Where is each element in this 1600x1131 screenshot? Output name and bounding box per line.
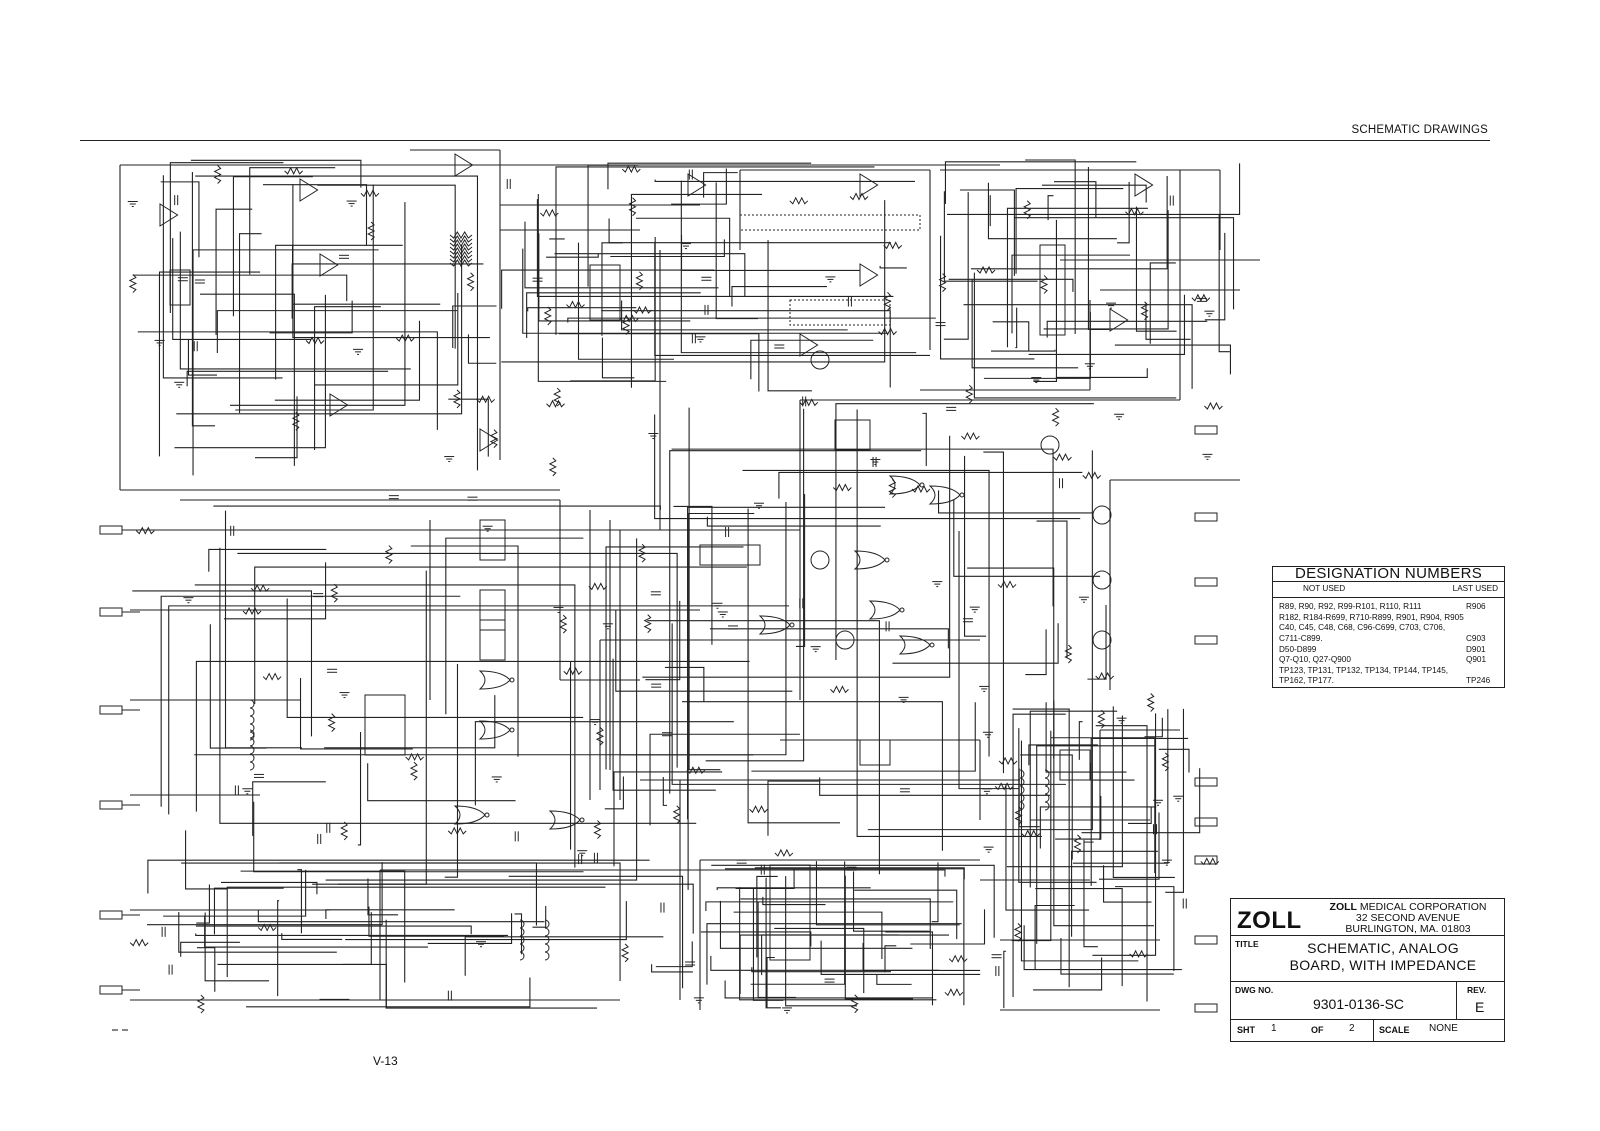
designation-table-title: DESIGNATION NUMBERS xyxy=(1273,566,1504,582)
divider xyxy=(1231,935,1504,936)
company-name-bold: ZOLL xyxy=(1329,901,1357,913)
table-row: TP123, TP131, TP132, TP134, TP144, TP145… xyxy=(1279,666,1500,677)
drawing-title: SCHEMATIC, ANALOG BOARD, WITH IMPEDANCE xyxy=(1267,940,1499,974)
dwg-label: DWG NO. xyxy=(1235,985,1274,995)
cell-not-used: D50-D899 xyxy=(1279,644,1317,654)
cell-last-used xyxy=(1466,613,1500,624)
section-title: SCHEMATIC DRAWINGS xyxy=(1351,124,1488,136)
table-row: TP162, TP177. TP246 xyxy=(1279,676,1500,687)
drawing-number: 9301-0136-SC xyxy=(1312,996,1405,1012)
cell-not-used: C40, C45, C48, C68, C96-C699, C703, C706… xyxy=(1279,623,1446,633)
cell-not-used: R89, R90, R92, R99-R101, R110, R111 xyxy=(1279,602,1422,612)
cell-not-used: C711-C899. xyxy=(1279,633,1323,643)
cell-not-used: R182, R184-R699, R710-R899, R901, R904, … xyxy=(1279,612,1464,622)
page-number: V-13 xyxy=(373,1054,398,1068)
designation-table-header: NOT USED LAST USED xyxy=(1273,582,1504,599)
table-row: C711-C899. C903 xyxy=(1279,634,1500,645)
company-address: ZOLL MEDICAL CORPORATION 32 SECOND AVENU… xyxy=(1313,902,1503,935)
cell-not-used: TP123, TP131, TP132, TP134, TP144, TP145… xyxy=(1279,665,1449,675)
divider xyxy=(1231,1019,1504,1020)
rev-label: REV. xyxy=(1467,985,1487,995)
drawing-title-line1: SCHEMATIC, ANALOG xyxy=(1307,940,1459,956)
scale-value: NONE xyxy=(1429,1023,1458,1034)
cell-not-used: TP162, TP177. xyxy=(1279,676,1334,686)
schematic-components xyxy=(99,153,1223,1014)
of-label: OF xyxy=(1311,1025,1324,1035)
scale-label: SCALE xyxy=(1379,1025,1410,1035)
title-block: ZOLL ZOLL MEDICAL CORPORATION 32 SECOND … xyxy=(1230,898,1505,1042)
cell-last-used xyxy=(1466,623,1500,634)
divider xyxy=(1373,1019,1374,1041)
cell-last-used xyxy=(1466,666,1500,677)
revision-value: E xyxy=(1475,999,1485,1015)
table-row: R182, R184-R699, R710-R899, R901, R904, … xyxy=(1279,613,1500,624)
cell-not-used: Q7-Q10, Q27-Q900 xyxy=(1279,655,1351,665)
header-rule xyxy=(80,140,1490,141)
col-last-used: LAST USED xyxy=(1452,583,1498,593)
company-name-rest: MEDICAL CORPORATION xyxy=(1356,901,1487,913)
cell-last-used: R906 xyxy=(1466,602,1486,612)
table-row: R89, R90, R92, R99-R101, R110, R111 R906 xyxy=(1279,602,1500,613)
cell-last-used: D901 xyxy=(1466,644,1486,654)
title-label: TITLE xyxy=(1235,939,1259,949)
company-city: BURLINGTON, MA. 01803 xyxy=(1345,923,1471,935)
table-row: C40, C45, C48, C68, C96-C699, C703, C706… xyxy=(1279,623,1500,634)
sheet-label: SHT xyxy=(1237,1025,1255,1035)
cell-last-used: C903 xyxy=(1466,633,1486,643)
divider xyxy=(1456,981,1457,1019)
table-row: D50-D899 D901 xyxy=(1279,645,1500,656)
schematic-wires xyxy=(112,149,1260,1031)
company-street: 32 SECOND AVENUE xyxy=(1355,912,1461,924)
cell-last-used: Q901 xyxy=(1466,655,1487,665)
table-row: Q7-Q10, Q27-Q900 Q901 xyxy=(1279,655,1500,666)
sheet-value: 1 xyxy=(1271,1023,1277,1034)
designation-numbers-table: DESIGNATION NUMBERS NOT USED LAST USED R… xyxy=(1272,566,1505,688)
drawing-title-line2: BOARD, WITH IMPEDANCE xyxy=(1289,957,1477,973)
divider xyxy=(1231,981,1504,982)
of-value: 2 xyxy=(1349,1023,1355,1034)
cell-last-used: TP246 xyxy=(1466,676,1491,686)
zoll-logo: ZOLL xyxy=(1237,907,1302,934)
col-not-used: NOT USED xyxy=(1303,583,1346,593)
